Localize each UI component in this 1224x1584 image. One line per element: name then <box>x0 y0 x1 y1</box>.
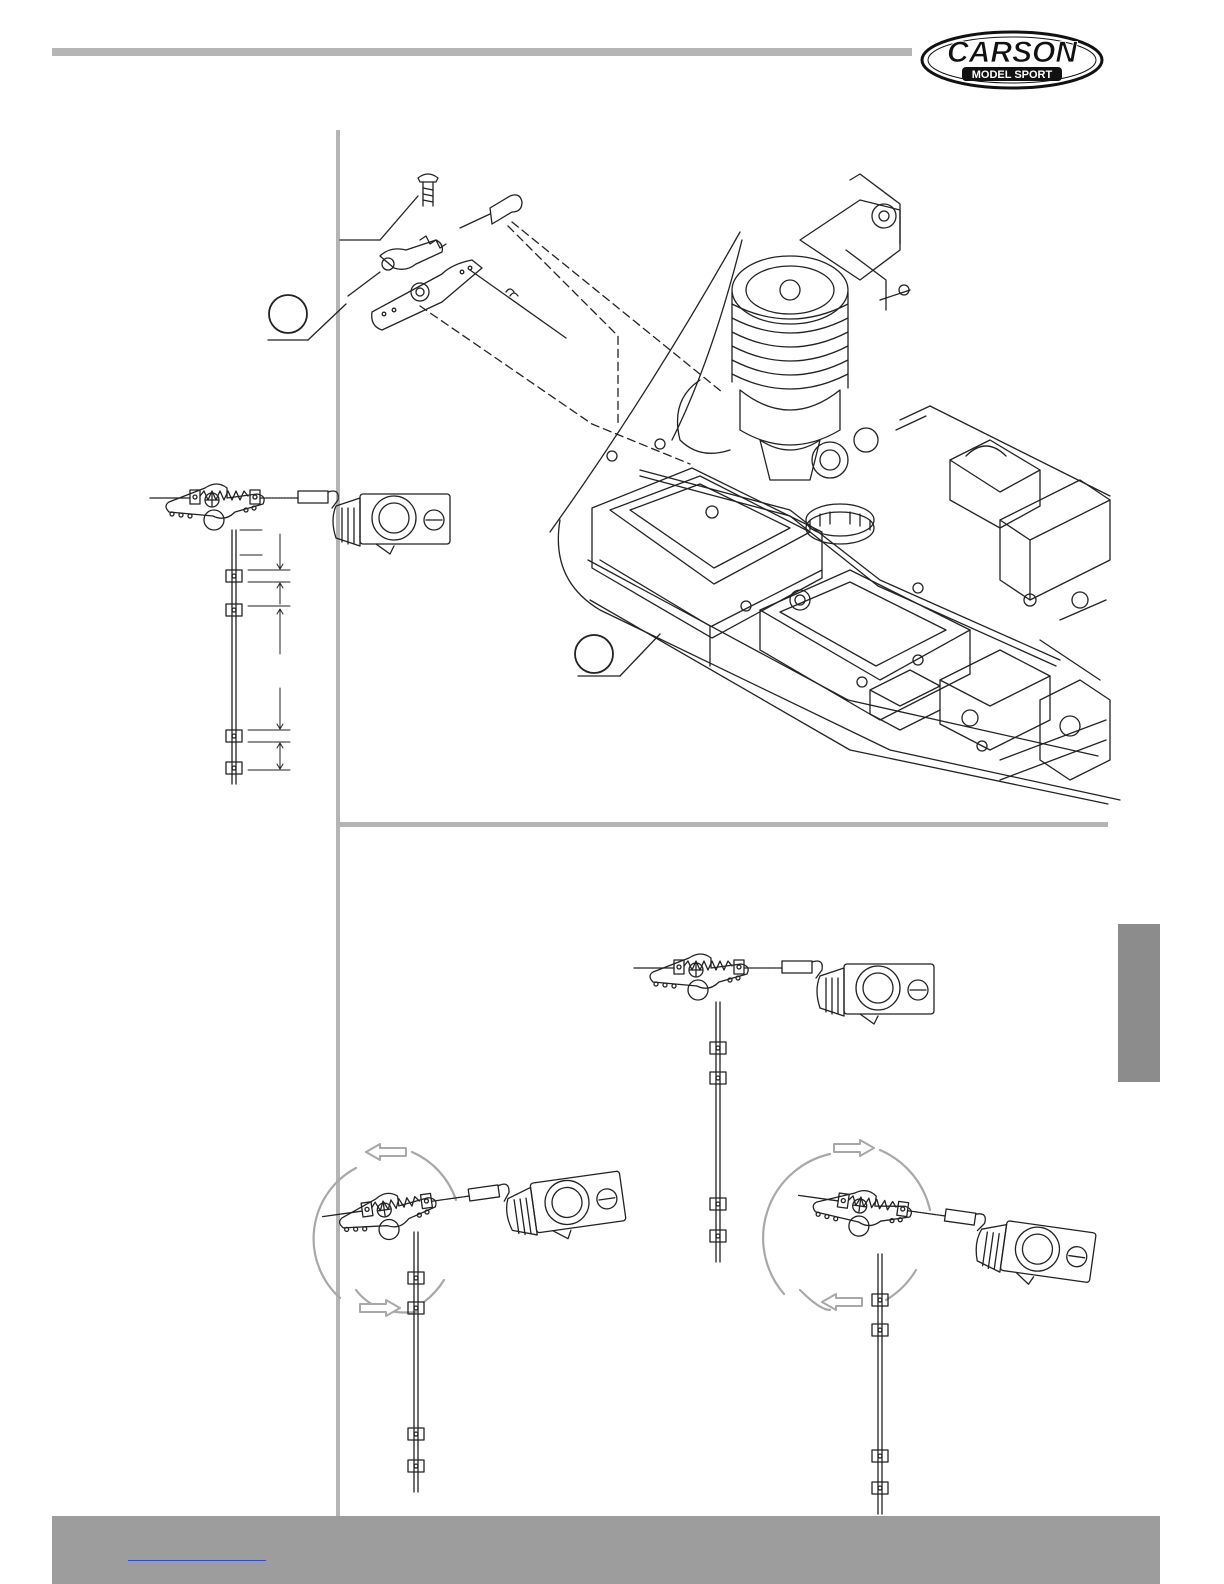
linkage-rotated-right <box>791 1182 1098 1293</box>
rotation-guide-left <box>314 1152 456 1313</box>
rod-neutral <box>710 1002 726 1262</box>
dimension-ticks <box>240 530 290 770</box>
linkage-rotated-left <box>321 1161 628 1272</box>
rod-detail-top-left <box>226 530 242 784</box>
arrow-right-icon <box>360 1300 400 1316</box>
callout-circle-right <box>575 635 613 673</box>
rod-rotated-right <box>872 1254 888 1514</box>
arrow-left-icon <box>366 1144 406 1160</box>
exploded-parts <box>268 174 722 464</box>
arrow-left-icon <box>822 1294 862 1310</box>
footer-bar <box>52 1516 1160 1584</box>
footer-link-underline[interactable] <box>128 1560 266 1561</box>
rotation-guide-right <box>763 1150 930 1310</box>
rod-rotated-left <box>408 1232 424 1492</box>
callout-circle-left <box>269 295 307 333</box>
arrow-right-icon <box>834 1140 874 1156</box>
linkage-detail-top-left <box>150 484 450 554</box>
engine-chassis-illustration <box>550 174 1120 804</box>
linkage-neutral <box>634 954 934 1024</box>
